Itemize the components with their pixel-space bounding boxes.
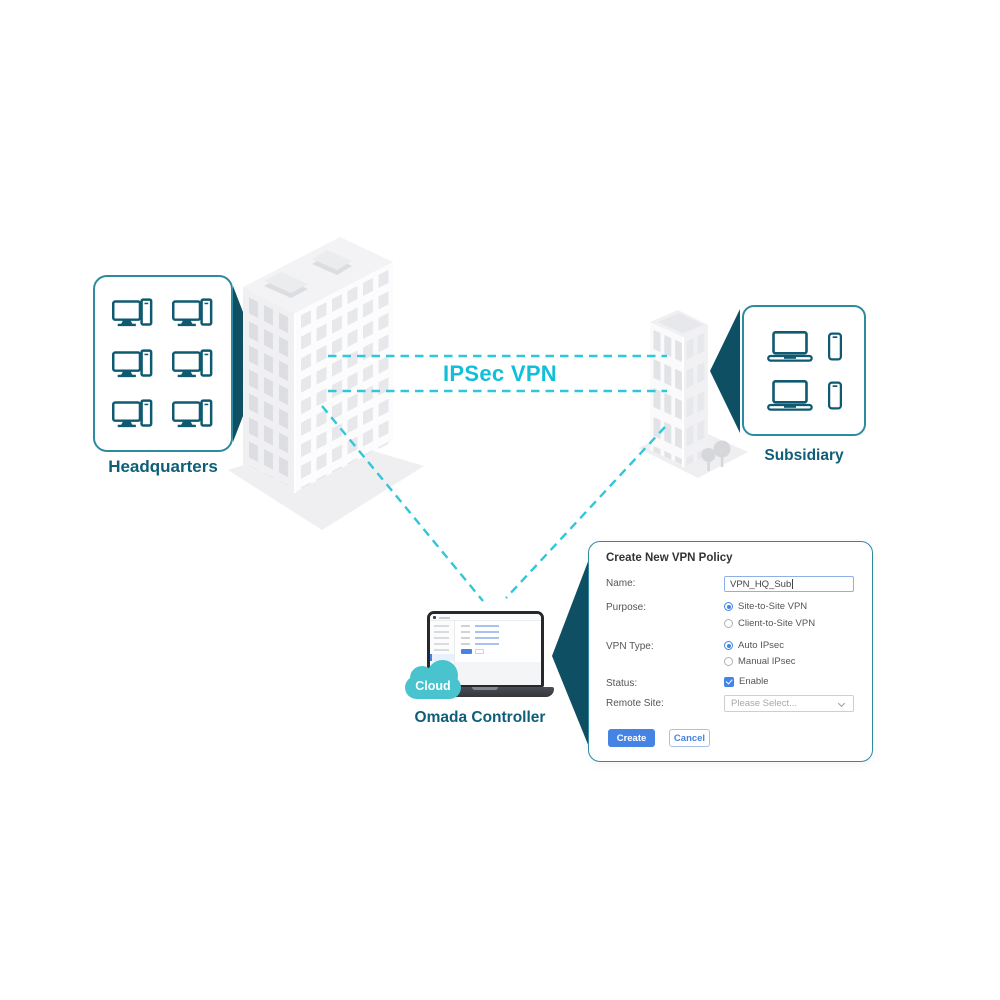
name-label: Name: [606, 578, 636, 589]
desktop-computer-icon [171, 399, 213, 428]
dialog-title: Create New VPN Policy [606, 552, 733, 564]
radio-selected-icon[interactable] [724, 641, 733, 650]
remote-site-label: Remote Site: [606, 698, 664, 709]
desktop-computer-icon [112, 348, 153, 377]
remote-site-placeholder: Please Select... [731, 698, 798, 709]
ipsec-vpn-label: IPSec VPN [443, 361, 557, 386]
create-button[interactable]: Create [608, 729, 655, 747]
cloud-badge-label: Cloud [415, 679, 451, 693]
subsidiary-panel [742, 305, 866, 436]
smartphone-icon [827, 381, 842, 409]
desktop-computer-icon [171, 348, 213, 377]
checkbox-checked-icon[interactable] [724, 676, 734, 687]
remote-site-select[interactable]: Please Select... [724, 695, 854, 712]
checkbox-label: Enable [739, 676, 769, 687]
purpose-label: Purpose: [606, 602, 647, 613]
subsidiary-device-row [766, 379, 842, 411]
laptop-icon [766, 330, 813, 362]
status-label: Status: [606, 678, 638, 689]
tree-icons [701, 440, 731, 471]
controller-laptop-screen [427, 611, 544, 688]
desktop-computer-icon [112, 399, 153, 428]
radio-unselected-icon[interactable] [724, 657, 733, 666]
mini-ui-header [430, 614, 541, 621]
cloud-icon [405, 676, 461, 699]
radio-selected-icon[interactable] [724, 602, 733, 611]
radio-label: Site-to-Site VPN [738, 601, 808, 612]
vpn-tunnel-lines [321, 354, 667, 602]
mini-ui-form [461, 625, 499, 654]
headquarters-panel [93, 275, 233, 452]
purpose-radio-client-to-site[interactable]: Client-to-Site VPN [724, 618, 815, 629]
radio-label: Auto IPsec [738, 640, 784, 651]
name-input[interactable]: VPN_HQ_Sub [724, 576, 854, 592]
subsidiary-connector-wedge [710, 309, 740, 433]
vpn-policy-dialog: Create New VPN Policy Name: VPN_HQ_Sub P… [588, 541, 873, 762]
hq-building-illustration [243, 237, 393, 493]
cloud-badge: Cloud [402, 659, 464, 700]
status-enable-option[interactable]: Enable [724, 676, 769, 687]
laptop-base [417, 687, 554, 697]
subsidiary-device-row [766, 330, 842, 362]
vpn-type-radio-manual-ipsec[interactable]: Manual IPsec [724, 656, 796, 667]
headquarters-label: Headquarters [108, 457, 218, 476]
laptop-icon [766, 379, 813, 411]
desktop-computer-icon [171, 298, 213, 326]
vpn-type-radio-auto-ipsec[interactable]: Auto IPsec [724, 640, 784, 651]
radio-label: Client-to-Site VPN [738, 618, 816, 629]
cancel-button[interactable]: Cancel [669, 729, 710, 747]
radio-unselected-icon[interactable] [724, 619, 733, 628]
purpose-radio-site-to-site[interactable]: Site-to-Site VPN [724, 601, 807, 612]
subsidiary-label: Subsidiary [764, 447, 844, 464]
desktop-computer-icon [112, 298, 153, 326]
subsidiary-building-illustration [650, 310, 731, 471]
text-caret [792, 579, 794, 589]
radio-label: Manual IPsec [738, 656, 796, 667]
name-input-value: VPN_HQ_Sub [730, 578, 792, 590]
omada-controller-label: Omada Controller [414, 709, 546, 726]
dialog-connector-wedge [552, 559, 589, 747]
mini-ui-background [455, 662, 541, 685]
vpn-type-label: VPN Type: [606, 641, 654, 652]
smartphone-icon [827, 332, 842, 360]
